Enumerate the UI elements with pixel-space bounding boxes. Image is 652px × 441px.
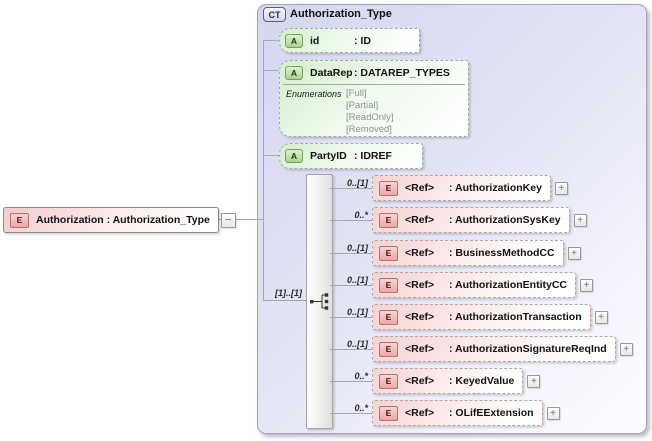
element-icon: E	[10, 212, 29, 228]
attribute-name: DataRep	[310, 66, 353, 79]
expand-icon[interactable]: +	[594, 310, 608, 324]
multiplicity-label: 0..[1]	[346, 243, 368, 253]
enumeration-values: [Full][Partial][ReadOnly][Removed]	[346, 88, 394, 136]
ref-element[interactable]: E <Ref> : AuthorizationEntityCC	[372, 272, 577, 298]
element-type-label: : OLifEExtension	[449, 407, 534, 419]
connector-line	[263, 70, 285, 71]
element-row: 0..[1] E <Ref> : AuthorizationKey +	[330, 175, 568, 201]
element-type-label: : KeyedValue	[449, 375, 515, 387]
element-type-label: : AuthorizationEntityCC	[449, 279, 568, 291]
element-icon: E	[379, 277, 398, 293]
connector-trunk	[263, 40, 264, 301]
ref-label: <Ref>	[405, 182, 435, 194]
sequence-icon	[310, 293, 329, 310]
attribute-icon: A	[285, 148, 303, 163]
attribute-name: PartyID	[310, 149, 347, 162]
expand-icon[interactable]: +	[580, 278, 594, 292]
element-row: 0..[1] E <Ref> : BusinessMethodCC +	[330, 240, 581, 266]
ref-element[interactable]: E <Ref> : OLifEExtension	[372, 400, 543, 426]
divider	[283, 84, 465, 85]
connector-line	[330, 285, 372, 286]
element-row: 0..* E <Ref> : AuthorizationSysKey +	[330, 207, 587, 233]
expand-icon[interactable]: +	[527, 374, 541, 388]
connector-line	[330, 349, 372, 350]
enumeration-value: [Removed]	[346, 124, 392, 135]
enumeration-value: [Partial]	[346, 100, 379, 111]
ref-element[interactable]: E <Ref> : BusinessMethodCC	[372, 240, 564, 266]
attribute-icon: A	[285, 65, 303, 80]
element-icon: E	[379, 373, 398, 389]
element-type-label: : AuthorizationSysKey	[449, 214, 561, 226]
connector-line	[330, 413, 372, 414]
connector-line	[330, 188, 372, 189]
ref-element[interactable]: E <Ref> : AuthorizationSignatureReqInd	[372, 336, 616, 362]
connector-line	[330, 253, 372, 254]
attribute-type: : DATAREP_TYPES	[354, 66, 450, 79]
element-icon: E	[379, 212, 398, 228]
attribute-datarep[interactable]: A DataRep : DATAREP_TYPES Enumerations […	[279, 60, 469, 137]
enumerations-label: Enumerations	[286, 89, 342, 99]
sequence-indicator[interactable]	[306, 174, 333, 429]
expand-icon[interactable]: +	[554, 181, 568, 195]
attribute-name: id	[310, 34, 320, 47]
element-row: 0..* E <Ref> : OLifEExtension +	[330, 400, 560, 426]
expand-icon[interactable]: +	[567, 246, 581, 260]
element-row: 0..* E <Ref> : KeyedValue +	[330, 368, 541, 394]
multiplicity-label: 0..*	[354, 403, 368, 413]
multiplicity-label: 0..*	[354, 210, 368, 220]
collapse-icon[interactable]: −	[220, 212, 236, 228]
element-type-label: : BusinessMethodCC	[449, 247, 555, 259]
element-icon: E	[379, 309, 398, 325]
root-element[interactable]: E Authorization : Authorization_Type	[3, 207, 219, 233]
connector-line	[330, 220, 372, 221]
element-type-label: : AuthorizationSignatureReqInd	[449, 343, 607, 355]
connector-line	[263, 155, 285, 156]
ref-element[interactable]: E <Ref> : AuthorizationKey	[372, 175, 551, 201]
multiplicity-label: 0..[1]	[346, 178, 368, 188]
expand-icon[interactable]: +	[546, 406, 560, 420]
multiplicity-label: 0..[1]	[346, 339, 368, 349]
ref-label: <Ref>	[405, 407, 435, 419]
ref-label: <Ref>	[405, 247, 435, 259]
ref-label: <Ref>	[405, 279, 435, 291]
expand-icon[interactable]: +	[573, 213, 587, 227]
complex-type-title: Authorization_Type	[290, 8, 392, 20]
connector-line	[263, 40, 285, 41]
enumeration-value: [ReadOnly]	[346, 112, 394, 123]
element-icon: E	[379, 405, 398, 421]
element-type-label: : AuthorizationKey	[449, 182, 542, 194]
ref-element[interactable]: E <Ref> : AuthorizationSysKey	[372, 207, 570, 233]
ref-label: <Ref>	[405, 214, 435, 226]
ref-label: <Ref>	[405, 311, 435, 323]
element-type-label: : AuthorizationTransaction	[449, 311, 582, 323]
complex-type-icon: CT	[263, 7, 286, 22]
ref-label: <Ref>	[405, 343, 435, 355]
connector-line	[263, 300, 311, 301]
root-element-label: Authorization : Authorization_Type	[36, 214, 210, 226]
attribute-type: : ID	[354, 34, 371, 47]
attribute-partyid[interactable]: A PartyID : IDREF	[279, 143, 423, 169]
attribute-id[interactable]: A id : ID	[279, 28, 420, 53]
root-element-group: E Authorization : Authorization_Type −	[3, 207, 236, 233]
element-row: 0..[1] E <Ref> : AuthorizationTransactio…	[330, 304, 608, 330]
attribute-icon: A	[285, 33, 303, 48]
multiplicity-label: 0..[1]	[346, 307, 368, 317]
ref-label: <Ref>	[405, 375, 435, 387]
element-icon: E	[379, 341, 398, 357]
connector-line	[330, 381, 372, 382]
element-row: 0..[1] E <Ref> : AuthorizationSignatureR…	[330, 336, 633, 362]
connector-line	[330, 317, 372, 318]
expand-icon[interactable]: +	[619, 342, 633, 356]
multiplicity-label: 0..[1]	[346, 275, 368, 285]
ref-element[interactable]: E <Ref> : KeyedValue	[372, 368, 524, 394]
element-icon: E	[379, 245, 398, 261]
element-icon: E	[379, 180, 398, 196]
sequence-multiplicity-label: [1]..[1]	[275, 288, 302, 298]
attribute-type: : IDREF	[354, 149, 392, 162]
element-row: 0..[1] E <Ref> : AuthorizationEntityCC +	[330, 272, 594, 298]
multiplicity-label: 0..*	[354, 371, 368, 381]
enumeration-value: [Full]	[346, 88, 367, 99]
ref-element[interactable]: E <Ref> : AuthorizationTransaction	[372, 304, 591, 330]
